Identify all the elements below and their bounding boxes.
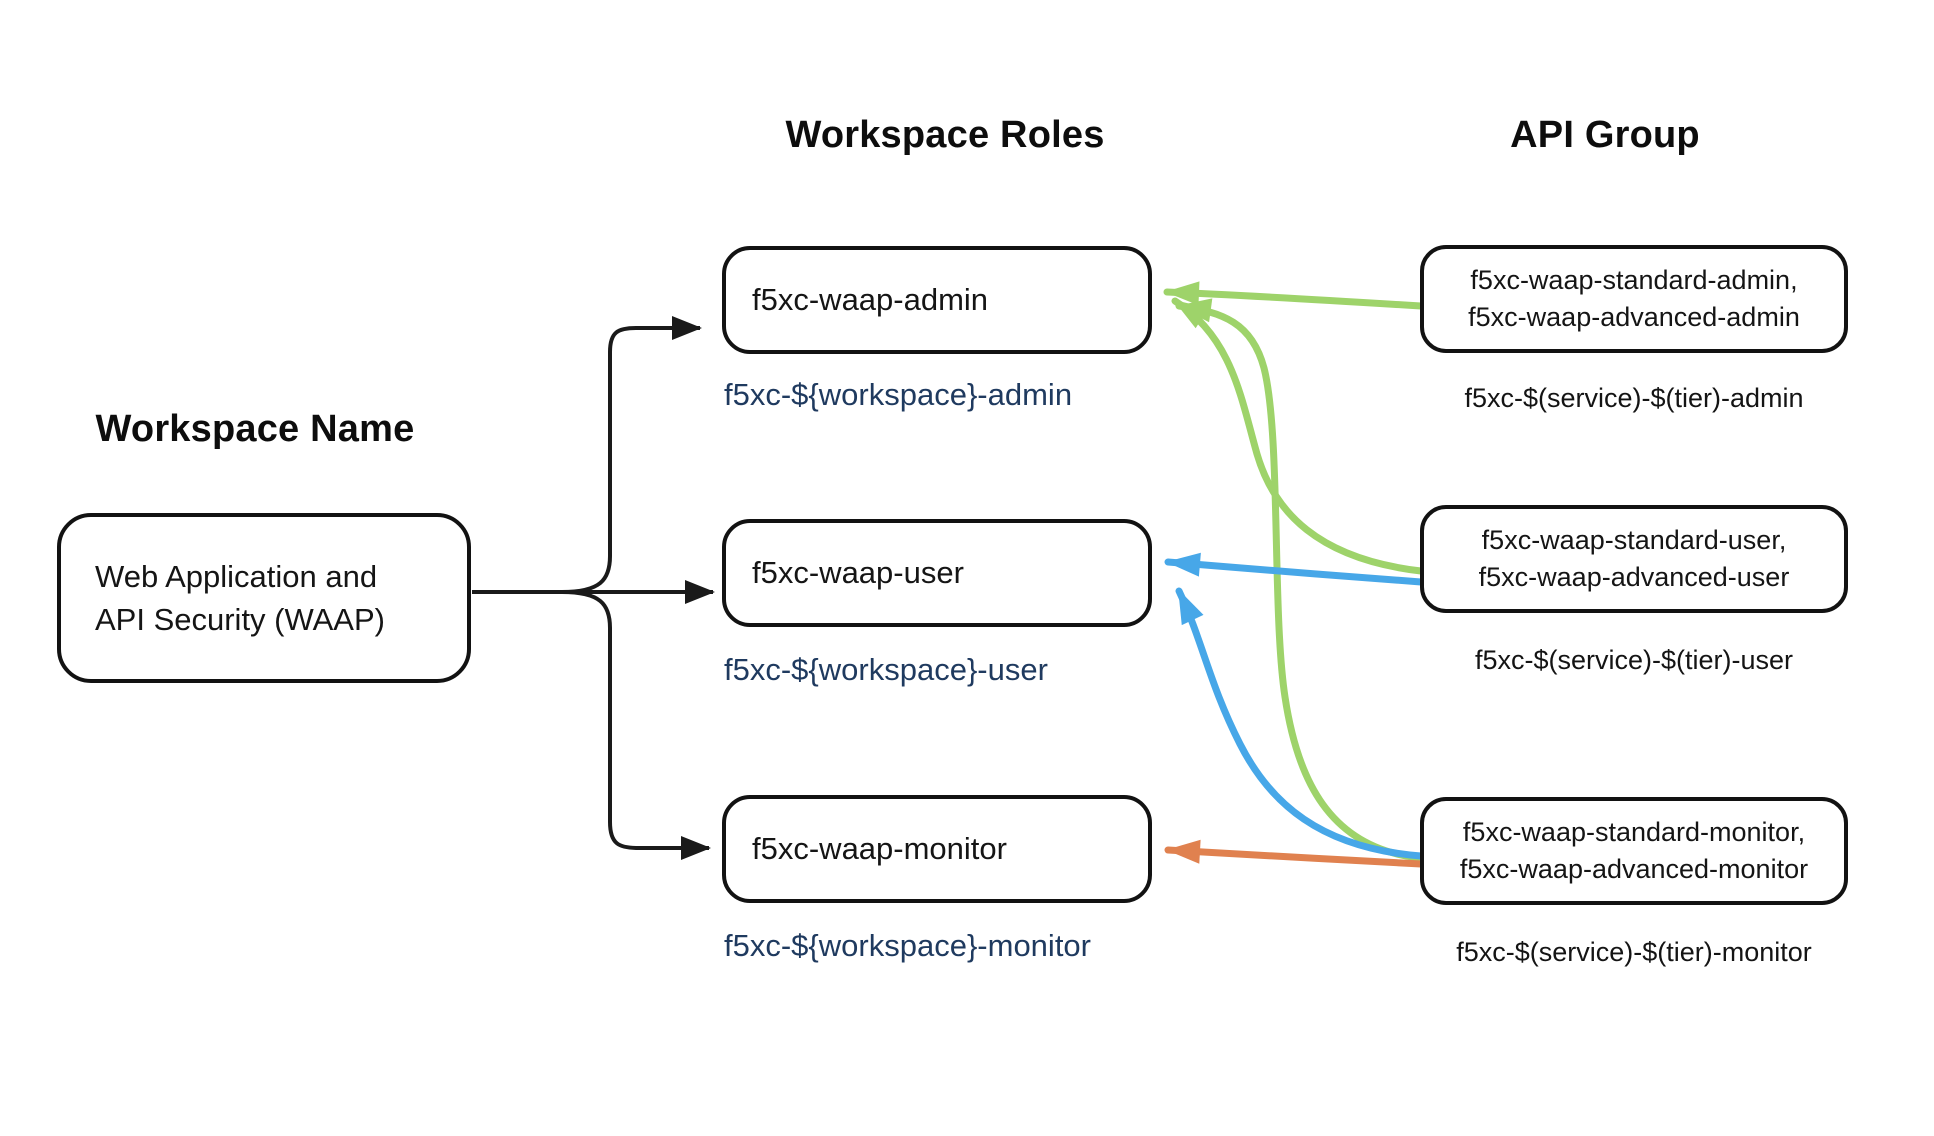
arrow-monitor-group-to-admin-role bbox=[1175, 298, 1425, 862]
api-group-monitor-line2: f5xc-waap-advanced-monitor bbox=[1459, 854, 1809, 884]
monitor-role-links bbox=[1164, 839, 1425, 868]
role-caption-user: f5xc-${workspace}-user bbox=[724, 652, 1048, 687]
role-node-monitor: f5xc-waap-monitor bbox=[722, 795, 1152, 903]
role-label-admin: f5xc-waap-admin bbox=[752, 282, 989, 317]
api-group-caption-admin: f5xc-$(service)-$(tier)-admin bbox=[1464, 383, 1804, 413]
role-label-user: f5xc-waap-user bbox=[752, 555, 964, 590]
arrow-user-group-to-user-role bbox=[1164, 552, 1425, 586]
api-group-node-admin: f5xc-waap-standard-admin, f5xc-waap-adva… bbox=[1420, 245, 1848, 353]
role-caption-admin: f5xc-${workspace}-admin bbox=[724, 377, 1073, 412]
arrow-monitor-group-to-user-role bbox=[1175, 587, 1425, 860]
api-group-caption-user: f5xc-$(service)-$(tier)-user bbox=[1474, 645, 1794, 675]
api-group-user-line2: f5xc-waap-advanced-user bbox=[1478, 562, 1790, 592]
api-group-admin-line2: f5xc-waap-advanced-admin bbox=[1468, 302, 1800, 332]
role-node-user: f5xc-waap-user bbox=[722, 519, 1152, 627]
api-group-user-line1: f5xc-waap-standard-user, bbox=[1481, 525, 1787, 555]
role-label-monitor: f5xc-waap-monitor bbox=[752, 831, 1007, 866]
api-group-admin-line1: f5xc-waap-standard-admin, bbox=[1470, 265, 1798, 295]
arrow-workspace-to-admin-role bbox=[561, 316, 702, 594]
arrow-user-group-to-admin-role bbox=[1171, 297, 1425, 575]
workspace-node-label: Web Application and API Security (WAAP) bbox=[95, 555, 385, 641]
workspace-node-waap: Web Application and API Security (WAAP) bbox=[57, 513, 471, 683]
api-group-heading: API Group bbox=[1510, 114, 1700, 156]
api-group-node-monitor: f5xc-waap-standard-monitor, f5xc-waap-ad… bbox=[1420, 797, 1848, 905]
api-group-caption-monitor: f5xc-$(service)-$(tier)-monitor bbox=[1456, 937, 1812, 967]
arrow-monitor-group-to-monitor-role bbox=[1164, 839, 1425, 868]
workspace-roles-heading: Workspace Roles bbox=[785, 114, 1105, 156]
workspace-role-tree bbox=[472, 316, 715, 860]
admin-role-links bbox=[1163, 281, 1425, 862]
role-caption-monitor: f5xc-${workspace}-monitor bbox=[724, 928, 1091, 963]
user-role-links bbox=[1164, 552, 1425, 860]
workspace-name-heading: Workspace Name bbox=[95, 408, 415, 450]
workspace-label-line1: Web Application and bbox=[95, 559, 378, 594]
api-group-monitor-line1: f5xc-waap-standard-monitor, bbox=[1462, 817, 1806, 847]
role-node-admin: f5xc-waap-admin bbox=[722, 246, 1152, 354]
arrow-workspace-to-monitor-role bbox=[561, 590, 711, 860]
workspace-label-line2: API Security (WAAP) bbox=[95, 602, 385, 637]
api-group-node-user: f5xc-waap-standard-user, f5xc-waap-advan… bbox=[1420, 505, 1848, 613]
arrow-admin-group-to-admin-role bbox=[1163, 281, 1425, 310]
